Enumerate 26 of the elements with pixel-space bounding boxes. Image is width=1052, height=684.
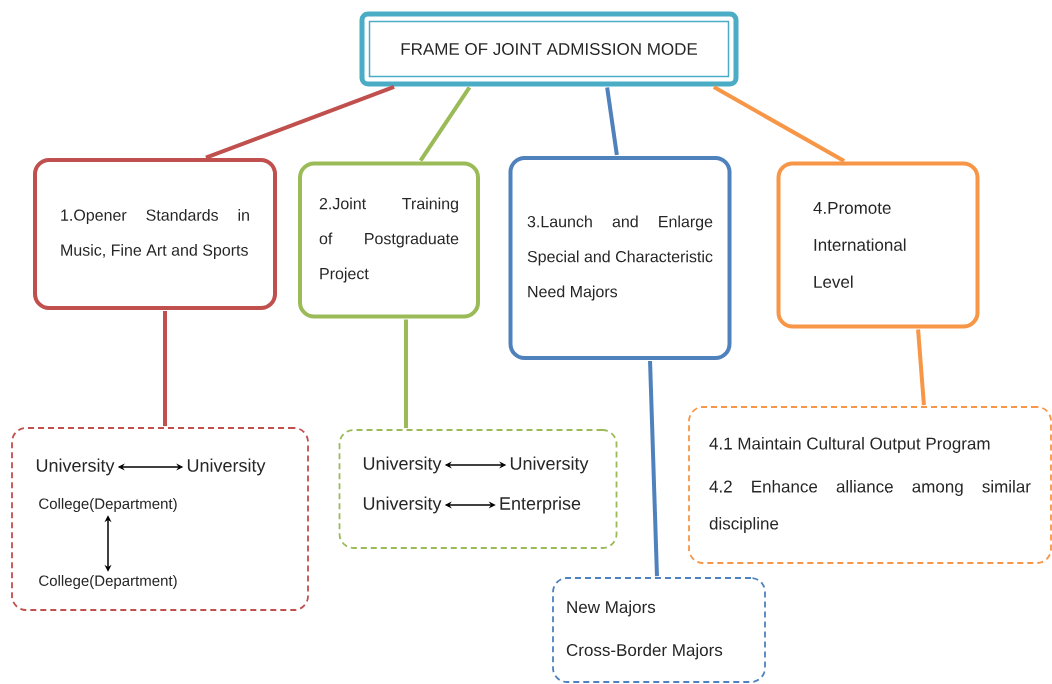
dashed-box: 4.1 Maintain Cultural Output Program 4.2 Enhance alliance among similar discipline <box>688 406 1052 564</box>
connector-line <box>205 84 395 160</box>
node-text: College(Department) <box>39 575 177 589</box>
node-text: University <box>187 458 266 476</box>
connector-line <box>605 87 619 156</box>
node-text: University <box>363 456 442 474</box>
double-arrow <box>104 515 112 572</box>
connector-line <box>712 85 846 163</box>
connector-line <box>916 329 926 406</box>
dashed-box <box>11 427 309 611</box>
category-box: 3.Launch and Enlarge Special and Characteristic Need Majors <box>508 156 732 360</box>
dashed-box <box>338 429 618 549</box>
connector-line <box>648 360 659 577</box>
dashed-box: New Majors Cross-Border Majors <box>552 577 766 683</box>
node-text: University <box>510 456 589 474</box>
connector-line <box>404 319 408 429</box>
connector-line <box>163 311 167 427</box>
node-text: Enterprise <box>500 496 581 514</box>
node-text: College(Department) <box>39 498 177 512</box>
category-box: 1.Opener Standards in Music, Fine Art and Sports <box>33 158 277 310</box>
category-box: 2.Joint Training of Postgraduate Project <box>298 161 480 319</box>
title-box: FRAME OF JOINT ADMISSION MODE <box>359 11 739 87</box>
node-text: University <box>36 458 115 476</box>
node-text: University <box>363 496 442 514</box>
category-box: 4.Promote International Level <box>776 161 980 329</box>
connector-line <box>418 86 472 162</box>
